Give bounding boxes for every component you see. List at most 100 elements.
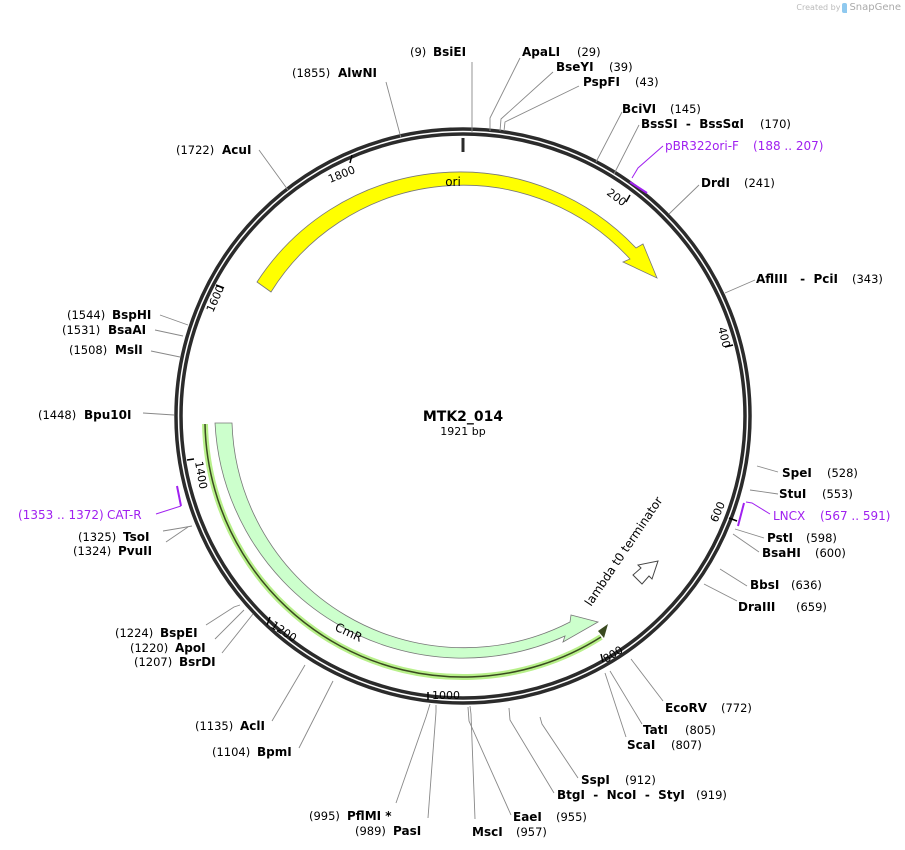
site-acli[interactable]: (1135) AclI (195, 719, 265, 733)
svg-text:(805): (805) (685, 723, 716, 737)
svg-text:(1722): (1722) (176, 143, 214, 157)
svg-text:(919): (919) (696, 788, 727, 802)
primer-cat-r[interactable]: (1353 .. 1372) CAT-R (18, 485, 182, 522)
svg-text:(1324): (1324) (73, 544, 111, 558)
feature-ori[interactable]: ori (256, 171, 658, 293)
site-bbsi[interactable]: BbsI (636) (750, 578, 822, 592)
svg-text:(1220): (1220) (130, 641, 168, 655)
site-pasi[interactable]: (989) PasI (355, 824, 421, 838)
site-bseyi[interactable]: BseYI (39) (556, 60, 633, 74)
site-pspfi[interactable]: PspFI (43) (583, 75, 659, 89)
svg-text:ApoI: ApoI (175, 641, 206, 655)
svg-text:(636): (636) (791, 578, 822, 592)
site-bsahi[interactable]: BsaHI (600) (762, 546, 846, 560)
svg-text:(659): (659) (796, 600, 827, 614)
svg-text:(528): (528) (827, 466, 858, 480)
site-pvuii[interactable]: (1324) PvuII (73, 544, 152, 558)
site-apali[interactable]: ApaLI (29) (522, 45, 601, 59)
site-ecorv[interactable]: EcoRV (772) (665, 701, 752, 715)
svg-text:BspHI: BspHI (112, 308, 151, 322)
svg-text:BbsI: BbsI (750, 578, 779, 592)
primer-pbr322ori-f[interactable]: pBR322ori-F (188 .. 207) (629, 139, 823, 194)
site-btgi-ncoi-styi[interactable]: BtgI - NcoI - StyI (919) (557, 788, 727, 802)
site-scai[interactable]: ScaI (807) (627, 738, 702, 752)
svg-text:PflMI *: PflMI * (347, 809, 392, 823)
svg-text:(343): (343) (852, 272, 883, 286)
site-apoi[interactable]: (1220) ApoI (130, 641, 206, 655)
plasmid-name: MTK2_014 (423, 409, 504, 425)
site-psti[interactable]: PstI (598) (767, 531, 837, 545)
svg-text:(29): (29) (577, 45, 601, 59)
svg-text:Bpu10I: Bpu10I (84, 408, 131, 422)
site-tati[interactable]: TatI (805) (643, 723, 716, 737)
site-acui[interactable]: (1722) AcuI (176, 143, 251, 157)
svg-text:AclI: AclI (240, 719, 265, 733)
snapgene-logo-icon (842, 2, 848, 13)
site-bsrdi[interactable]: (1207) BsrDI (134, 655, 216, 669)
site-bcivi[interactable]: BciVI (145) (622, 102, 701, 116)
primer-lncx[interactable]: LNCX (567 .. 591) (737, 501, 890, 527)
svg-text:(772): (772) (721, 701, 752, 715)
tick-label-1000: 1000 (432, 689, 460, 702)
primer-name: CAT-R (107, 508, 142, 522)
svg-text:BpmI: BpmI (257, 745, 292, 759)
site-eaei[interactable]: EaeI (955) (513, 810, 587, 824)
svg-text:(170): (170) (760, 117, 791, 131)
svg-text:TsoI: TsoI (123, 530, 149, 544)
svg-text:(957): (957) (516, 825, 547, 839)
site-spei[interactable]: SpeI (528) (782, 466, 858, 480)
site-bspei[interactable]: (1224) BspEI (115, 626, 198, 640)
svg-text:DraIII: DraIII (738, 600, 775, 614)
svg-text:(1224): (1224) (115, 626, 153, 640)
svg-text:(553): (553) (822, 487, 853, 501)
site-pflmi[interactable]: (995) PflMI * (309, 809, 392, 823)
site-bpu10i[interactable]: (1448) Bpu10I (38, 408, 131, 422)
site-alwni[interactable]: (1855) AlwNI (292, 66, 377, 80)
site-msci[interactable]: MscI (957) (472, 825, 547, 839)
svg-text:(598): (598) (806, 531, 837, 545)
svg-text:PstI: PstI (767, 531, 793, 545)
credit-prefix: Created by (796, 3, 841, 12)
svg-text:(1855): (1855) (292, 66, 330, 80)
svg-text:ScaI: ScaI (627, 738, 655, 752)
svg-text:(1531): (1531) (62, 323, 100, 337)
svg-text:TatI: TatI (643, 723, 668, 737)
site-drdi[interactable]: DrdI (241) (701, 176, 775, 190)
primer-name: pBR322ori-F (665, 139, 739, 153)
site-msli[interactable]: (1508) MslI (69, 343, 143, 357)
site-tsoi[interactable]: (1325) TsoI (78, 530, 149, 544)
primer-name: LNCX (773, 509, 805, 523)
site-bsaai[interactable]: (1531) BsaAI (62, 323, 146, 337)
svg-text:(1104): (1104) (212, 745, 250, 759)
site-bsiei[interactable]: (9) BsiEI (410, 45, 466, 59)
svg-text:PasI: PasI (393, 824, 421, 838)
svg-text:(9): (9) (410, 45, 426, 59)
svg-text:(600): (600) (815, 546, 846, 560)
feature-lambda-terminator[interactable]: lambda t0 terminator (582, 494, 666, 609)
svg-text:MscI: MscI (472, 825, 503, 839)
svg-text:(1325): (1325) (78, 530, 116, 544)
site-bsphi[interactable]: (1544) BspHI (67, 308, 151, 322)
svg-text:(43): (43) (635, 75, 659, 89)
site-sspi[interactable]: SspI (912) (581, 773, 656, 787)
svg-text:PspFI: PspFI (583, 75, 620, 89)
site-bsssi-bsssai[interactable]: BssSI - BssSαI (170) (641, 117, 791, 131)
primer-range: (567 .. 591) (820, 509, 890, 523)
snapgene-credit: Created by SnapGene (796, 2, 901, 13)
svg-text:BsaAI: BsaAI (108, 323, 146, 337)
svg-text:AlwNI: AlwNI (338, 66, 377, 80)
svg-text:BsrDI: BsrDI (179, 655, 216, 669)
svg-text:(1135): (1135) (195, 719, 233, 733)
tick-label-400: 400 (715, 326, 733, 350)
svg-text:SspI: SspI (581, 773, 610, 787)
site-bpmi[interactable]: (1104) BpmI (212, 745, 292, 759)
site-aflIII-pcii[interactable]: AflIII - PciI (343) (756, 272, 883, 286)
credit-brand: SnapGene (849, 2, 901, 13)
svg-text:(995): (995) (309, 809, 340, 823)
site-draiii[interactable]: DraIII (659) (738, 600, 827, 614)
feature-cmr[interactable]: CmR (202, 422, 608, 681)
site-stui[interactable]: StuI (553) (779, 487, 853, 501)
svg-text:BsaHI: BsaHI (762, 546, 801, 560)
svg-text:MslI: MslI (115, 343, 143, 357)
